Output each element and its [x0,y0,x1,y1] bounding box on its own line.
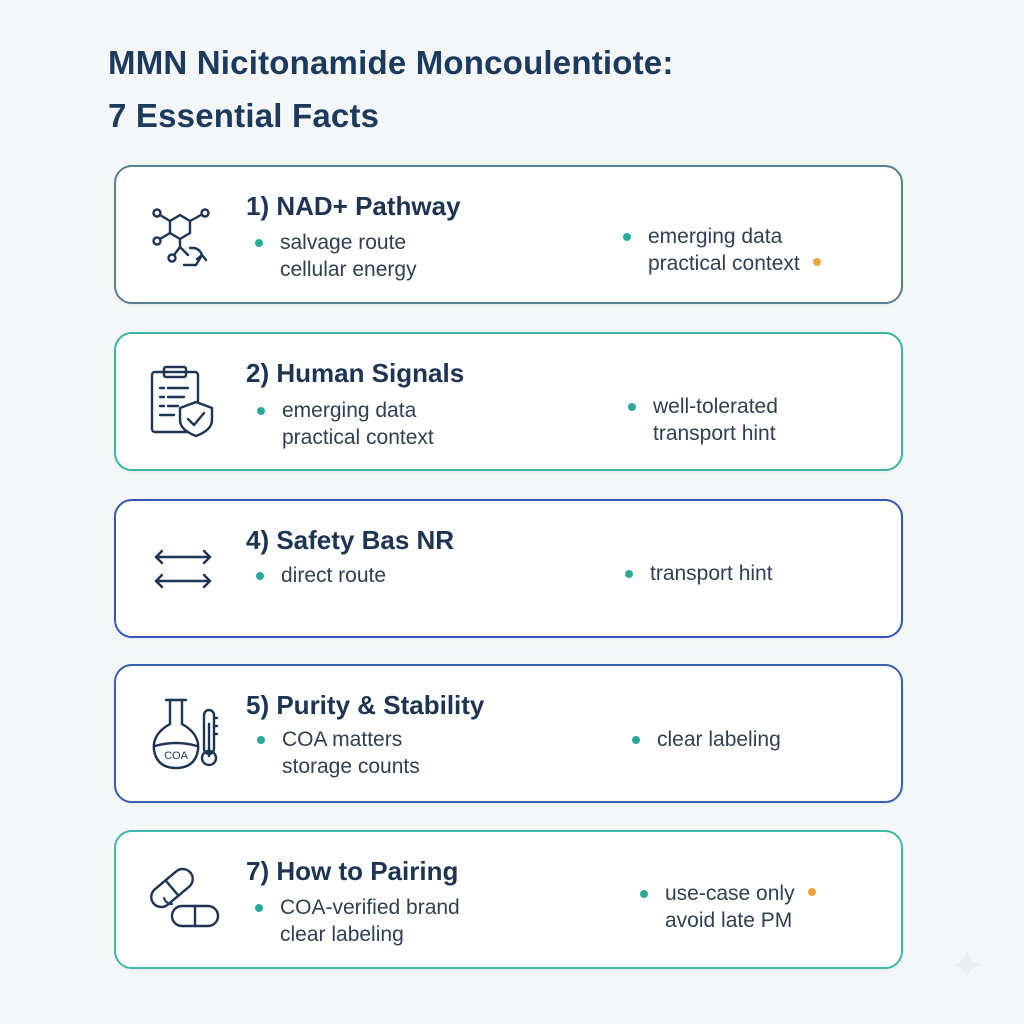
card-left-column: COA-verified brand clear labeling [255,894,460,948]
card-left-column: salvage route cellular energy [255,229,417,283]
card-right-column: use-case only avoid late PM [640,880,816,934]
card-right-column: emerging data practical context [623,223,821,277]
list-item: avoid late PM [665,909,793,932]
list-item: clear labeling [632,726,781,753]
card-title: 5) Purity & Stability [246,690,485,720]
accent-dot-icon [807,888,816,897]
card-title: 7) How to Pairing [246,856,459,886]
list-item: clear labeling [280,923,404,946]
bullet-dot-icon [256,572,264,580]
list-item: cellular energy [280,258,417,281]
bullet-dot-icon [257,407,265,415]
bullet-dot-icon [257,736,265,744]
fact-card-pairing: 7) How to Pairing COA-verified brand cle… [114,830,903,969]
bullet-dot-icon [255,239,263,247]
fact-card-safety: 4) Safety Bas NR direct route transport … [114,499,903,638]
list-item: COA-verified brand [255,894,460,921]
card-right-column: clear labeling [632,726,781,753]
list-item: storage counts [282,755,420,778]
fact-card-purity-stability: COA 5) Purity & Stability COA matters st… [114,664,903,803]
clipboard-shield-icon [144,360,228,444]
list-item: emerging data [623,223,821,250]
page-title-line-2: 7 Essential Facts [108,97,380,134]
card-left-column: emerging data practical context [257,397,434,451]
sparkle-icon [950,948,984,982]
card-title: 2) Human Signals [246,358,465,388]
bullet-dot-icon [640,890,648,898]
card-left-column: direct route [256,562,386,589]
list-item: emerging data [257,397,434,424]
bullet-dot-icon [625,570,633,578]
card-left-column: COA matters storage counts [257,726,420,780]
flask-thermometer-icon: COA [144,692,228,776]
list-item: salvage route [255,229,417,256]
coa-label: COA [164,750,189,762]
fact-card-human-signals: 2) Human Signals emerging data practical… [114,332,903,471]
page-title-line-1: MMN Nicitonamide Moncoulentiote: [108,44,674,81]
card-right-column: transport hint [625,560,773,587]
list-item: transport hint [653,422,776,445]
page-title: MMN Nicitonamide Moncoulentiote: 7 Essen… [108,36,674,142]
bullet-dot-icon [632,736,640,744]
bullet-dot-icon [628,403,636,411]
list-item: direct route [256,562,386,589]
fact-card-nad-pathway: 1) NAD+ Pathway salvage route cellular e… [114,165,903,304]
accent-dot-icon [812,258,821,267]
list-item: practical context [648,250,821,277]
list-item: transport hint [625,560,773,587]
list-item: well-tolerated [628,393,778,420]
double-arrow-icon [144,527,228,611]
molecule-icon [144,193,228,277]
card-title: 1) NAD+ Pathway [246,191,461,221]
list-item: practical context [282,426,434,449]
list-item: COA matters [257,726,420,753]
card-right-column: well-tolerated transport hint [628,393,778,447]
list-item: use-case only [640,880,816,907]
bullet-dot-icon [623,233,631,241]
bullet-dot-icon [255,904,263,912]
capsules-icon [144,858,228,942]
card-title: 4) Safety Bas NR [246,525,455,555]
